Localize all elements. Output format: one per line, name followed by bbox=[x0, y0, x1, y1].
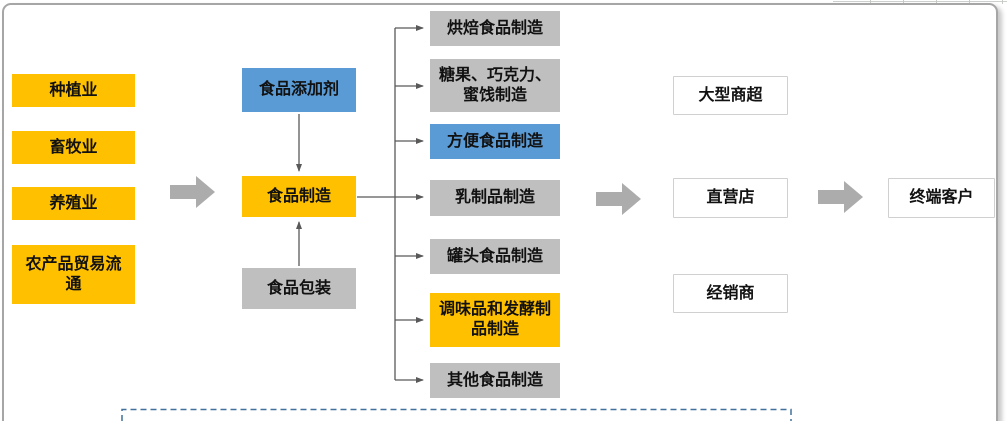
node-end-customer: 终端客户 bbox=[888, 178, 995, 218]
grid-row-line bbox=[833, 1, 1007, 2]
node-aquaculture: 养殖业 bbox=[12, 187, 135, 220]
node-other-food: 其他食品制造 bbox=[430, 363, 560, 398]
node-agri-trade: 农产品贸易流通 bbox=[12, 245, 135, 304]
node-direct-store: 直营店 bbox=[673, 178, 788, 218]
node-food-manufacturing: 食品制造 bbox=[242, 176, 356, 217]
node-planting: 种植业 bbox=[12, 74, 135, 107]
node-candy-chocolate: 糖果、巧克力、蜜饯制造 bbox=[430, 59, 560, 112]
grid-column-line bbox=[936, 0, 937, 4]
grid-column-line bbox=[870, 0, 871, 4]
node-canned-food: 罐头食品制造 bbox=[430, 239, 560, 274]
grid-column-line bbox=[903, 0, 904, 4]
flow-arrow-upstream-to-core-icon bbox=[170, 176, 215, 208]
flow-arrow-segments-to-channels-icon bbox=[596, 183, 641, 215]
node-food-additives: 食品添加剂 bbox=[242, 68, 356, 112]
node-convenience-food: 方便食品制造 bbox=[430, 124, 560, 159]
node-hypermarket: 大型商超 bbox=[673, 76, 788, 115]
node-livestock: 畜牧业 bbox=[12, 131, 135, 164]
grid-column-line bbox=[969, 0, 970, 4]
grid-column-line bbox=[1002, 0, 1003, 4]
node-dairy: 乳制品制造 bbox=[430, 180, 560, 216]
flow-arrow-channels-to-customer-icon bbox=[818, 181, 863, 213]
node-condiments-fermented: 调味品和发酵制品制造 bbox=[430, 293, 560, 347]
node-baked-goods: 烘焙食品制造 bbox=[430, 11, 560, 46]
node-food-packaging: 食品包装 bbox=[242, 268, 356, 309]
node-distributor: 经销商 bbox=[673, 274, 788, 313]
selection-dashed-border[interactable] bbox=[121, 408, 792, 421]
